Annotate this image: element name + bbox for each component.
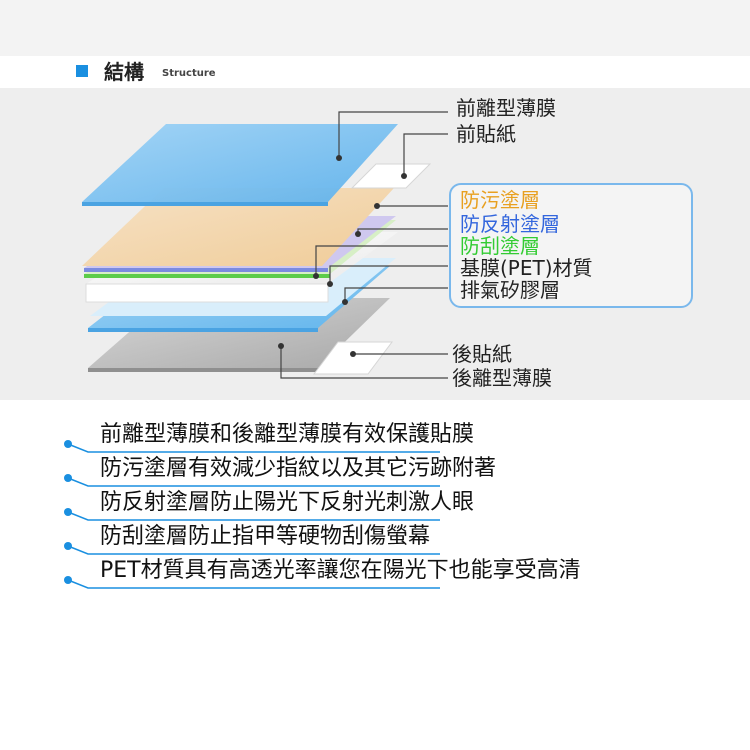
feature-item: 防反射塗層防止陽光下反射光刺激人眼 xyxy=(0,488,750,522)
bullet-dot-icon xyxy=(64,440,72,448)
bullet-dot-icon xyxy=(64,542,72,550)
top-band xyxy=(0,0,750,56)
feature-underline xyxy=(67,511,440,521)
label-base-film: 基膜(PET)材質 xyxy=(460,256,593,280)
bullet-dot-icon xyxy=(64,508,72,516)
feature-item: 前離型薄膜和後離型薄膜有效保護貼膜 xyxy=(0,420,750,454)
feature-text: PET材質具有高透光率讓您在陽光下也能享受高清 xyxy=(100,558,581,583)
label-adhesive: 排氣矽膠層 xyxy=(460,278,560,302)
front-sticker-tab xyxy=(350,163,432,189)
section-title: 結構 xyxy=(104,60,144,84)
feature-underline xyxy=(67,579,440,589)
anti-reflection-edge xyxy=(84,268,328,272)
back-sticker-tab xyxy=(313,341,393,375)
label-anti-smudge: 防污塗層 xyxy=(460,188,540,212)
label-anti-reflection: 防反射塗層 xyxy=(460,212,560,236)
feature-underline xyxy=(67,477,440,487)
feature-underline xyxy=(67,545,440,555)
feature-text: 防反射塗層防止陽光下反射光刺激人眼 xyxy=(100,490,475,515)
bullet-dot-icon xyxy=(64,576,72,584)
leader-lines xyxy=(280,111,448,379)
feature-item: 防污塗層有效減少指紋以及其它污跡附著 xyxy=(0,454,750,488)
coating-group-box xyxy=(449,183,693,308)
feature-underline xyxy=(67,443,440,453)
label-front-release-film: 前離型薄膜 xyxy=(456,96,556,120)
section-header: 結構 Structure xyxy=(0,56,750,88)
section-marker-icon xyxy=(76,65,88,77)
structure-diagram: 前離型薄膜 前貼紙 防污塗層 防反射塗層 防刮塗層 基膜(PET)材質 排氣矽膠… xyxy=(0,88,750,400)
label-anti-scratch: 防刮塗層 xyxy=(460,234,540,258)
front-release-film-edge xyxy=(82,202,328,206)
anti-scratch-edge xyxy=(84,274,330,278)
front-release-film-layer xyxy=(82,124,398,202)
section-subtitle: Structure xyxy=(162,68,216,79)
bullet-dot-icon xyxy=(64,474,72,482)
leader-dots xyxy=(278,155,407,357)
feature-text: 前離型薄膜和後離型薄膜有效保護貼膜 xyxy=(100,422,475,447)
feature-item: PET材質具有高透光率讓您在陽光下也能享受高清 xyxy=(0,556,750,590)
label-front-sticker: 前貼紙 xyxy=(456,122,516,146)
back-release-film-edge xyxy=(88,368,318,372)
base-film-edge xyxy=(85,283,329,303)
blue-layer-lower-edge xyxy=(88,328,318,332)
label-back-release-film: 後離型薄膜 xyxy=(452,366,552,390)
layer-stack-illustration xyxy=(82,111,448,379)
label-back-sticker: 後貼紙 xyxy=(452,342,512,366)
feature-text: 防污塗層有效減少指紋以及其它污跡附著 xyxy=(100,456,497,481)
feature-item: 防刮塗層防止指甲等硬物刮傷螢幕 xyxy=(0,522,750,556)
feature-text: 防刮塗層防止指甲等硬物刮傷螢幕 xyxy=(100,524,431,549)
feature-list: 前離型薄膜和後離型薄膜有效保護貼膜 防污塗層有效減少指紋以及其它污跡附著 防反射… xyxy=(0,400,750,600)
